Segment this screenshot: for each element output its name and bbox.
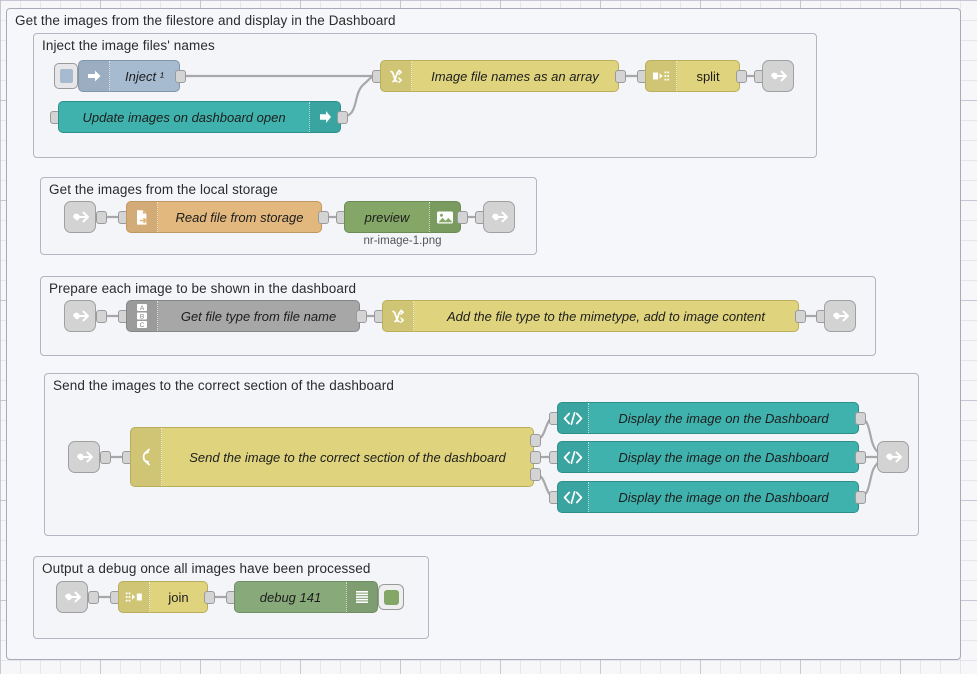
node-ui-control[interactable]: Update images on dashboard open: [58, 101, 341, 133]
inject-trigger-glyph: [59, 69, 73, 83]
port-template-out[interactable]: [356, 310, 367, 323]
port-display2-out[interactable]: [855, 451, 866, 464]
node-function-mime-label: Add the file type to the mimetype, add t…: [447, 308, 765, 324]
port-inject-out[interactable]: [175, 70, 186, 83]
port-switch-out-3[interactable]: [530, 468, 541, 481]
group-outer-label: Get the images from the filestore and di…: [15, 13, 396, 28]
node-ui-control-label: Update images on dashboard open: [82, 109, 286, 125]
port-switch-out-1[interactable]: [530, 434, 541, 447]
link-in-node-3[interactable]: [64, 300, 96, 332]
group-inject[interactable]: Inject the image files' names: [33, 33, 817, 158]
port-display1-out[interactable]: [855, 412, 866, 425]
node-display-3[interactable]: Display the image on the Dashboard: [557, 481, 859, 513]
port-linkin3-out[interactable]: [96, 310, 107, 323]
function-icon: [383, 301, 414, 331]
node-inject-label: Inject ¹: [124, 68, 164, 84]
link-out-icon: [886, 451, 902, 463]
code-template-icon: [558, 442, 589, 472]
link-in-node-5[interactable]: [56, 581, 88, 613]
inject-trigger-button[interactable]: [54, 63, 78, 89]
code-template-icon: [558, 482, 589, 512]
link-in-icon: [73, 310, 89, 322]
node-inject[interactable]: Inject ¹: [78, 60, 180, 92]
group-debug-label: Output a debug once all images have been…: [42, 561, 371, 576]
link-out-icon: [833, 310, 849, 322]
port-join-out[interactable]: [204, 591, 215, 604]
port-function-mime-out[interactable]: [795, 310, 806, 323]
group-send-label: Send the images to the correct section o…: [53, 378, 394, 393]
abc-template-icon: A B C: [127, 301, 158, 331]
node-display-1-label: Display the image on the Dashboard: [618, 410, 829, 426]
node-display-2-label: Display the image on the Dashboard: [618, 449, 829, 465]
svg-text:C: C: [140, 322, 145, 329]
port-preview-out[interactable]: [457, 211, 468, 224]
node-switch[interactable]: Send the image to the correct section of…: [130, 427, 534, 487]
node-join[interactable]: join: [118, 581, 208, 613]
link-out-node-4[interactable]: [877, 441, 909, 473]
link-out-node-1[interactable]: [762, 60, 794, 92]
debug-lines-icon: [346, 582, 377, 612]
file-read-icon: [127, 202, 158, 232]
port-split-out[interactable]: [736, 70, 747, 83]
node-function-array-label: Image file names as an array: [431, 68, 599, 84]
port-uicontrol-out[interactable]: [337, 111, 348, 124]
join-icon: [119, 582, 150, 612]
node-join-label: join: [168, 589, 189, 605]
svg-text:B: B: [140, 314, 144, 321]
inject-arrow-icon: [79, 61, 110, 91]
link-in-icon: [73, 211, 89, 223]
group-inject-label: Inject the image files' names: [42, 38, 215, 53]
svg-text:A: A: [140, 305, 145, 312]
function-icon: [381, 61, 412, 91]
node-split-label: split: [696, 68, 720, 84]
switch-icon: [131, 428, 162, 486]
group-storage-label: Get the images from the local storage: [49, 182, 278, 197]
node-display-2[interactable]: Display the image on the Dashboard: [557, 441, 859, 473]
group-prepare-label: Prepare each image to be shown in the da…: [49, 281, 357, 296]
code-template-icon: [558, 403, 589, 433]
node-file-read-label: Read file from storage: [175, 209, 304, 225]
node-template-filetype[interactable]: A B C Get file type from file name: [126, 300, 360, 332]
link-in-node-2[interactable]: [64, 201, 96, 233]
link-in-node-4[interactable]: [68, 441, 100, 473]
link-in-icon: [65, 591, 81, 603]
port-switch-out-2[interactable]: [530, 451, 541, 464]
node-function-array[interactable]: Image file names as an array: [380, 60, 619, 92]
node-debug[interactable]: debug 141: [234, 581, 378, 613]
link-out-icon: [492, 211, 508, 223]
node-switch-label: Send the image to the correct section of…: [189, 449, 506, 465]
port-linkin5-out[interactable]: [88, 591, 99, 604]
node-split[interactable]: split: [645, 60, 740, 92]
node-file-read[interactable]: Read file from storage: [126, 201, 322, 233]
port-linkin2-out[interactable]: [96, 211, 107, 224]
port-display3-out[interactable]: [855, 491, 866, 504]
image-preview-icon: [429, 202, 460, 232]
debug-enable-toggle[interactable]: [378, 584, 404, 610]
link-out-icon: [771, 70, 787, 82]
node-display-1[interactable]: Display the image on the Dashboard: [557, 402, 859, 434]
node-debug-label: debug 141: [259, 589, 322, 605]
node-function-mime[interactable]: Add the file type to the mimetype, add t…: [382, 300, 799, 332]
dashboard-arrow-icon: [309, 102, 340, 132]
port-linkin4-out[interactable]: [100, 451, 111, 464]
port-function-array-out[interactable]: [615, 70, 626, 83]
node-preview[interactable]: preview: [344, 201, 461, 233]
debug-toggle-glyph: [383, 589, 399, 605]
link-out-node-3[interactable]: [824, 300, 856, 332]
link-in-icon: [77, 451, 93, 463]
split-icon: [646, 61, 677, 91]
port-filein-out[interactable]: [318, 211, 329, 224]
link-out-node-2[interactable]: [483, 201, 515, 233]
node-preview-label: preview: [364, 209, 410, 225]
node-display-3-label: Display the image on the Dashboard: [618, 489, 829, 505]
node-template-filetype-label: Get file type from file name: [180, 308, 337, 324]
node-preview-sublabel: nr-image-1.png: [363, 235, 442, 247]
